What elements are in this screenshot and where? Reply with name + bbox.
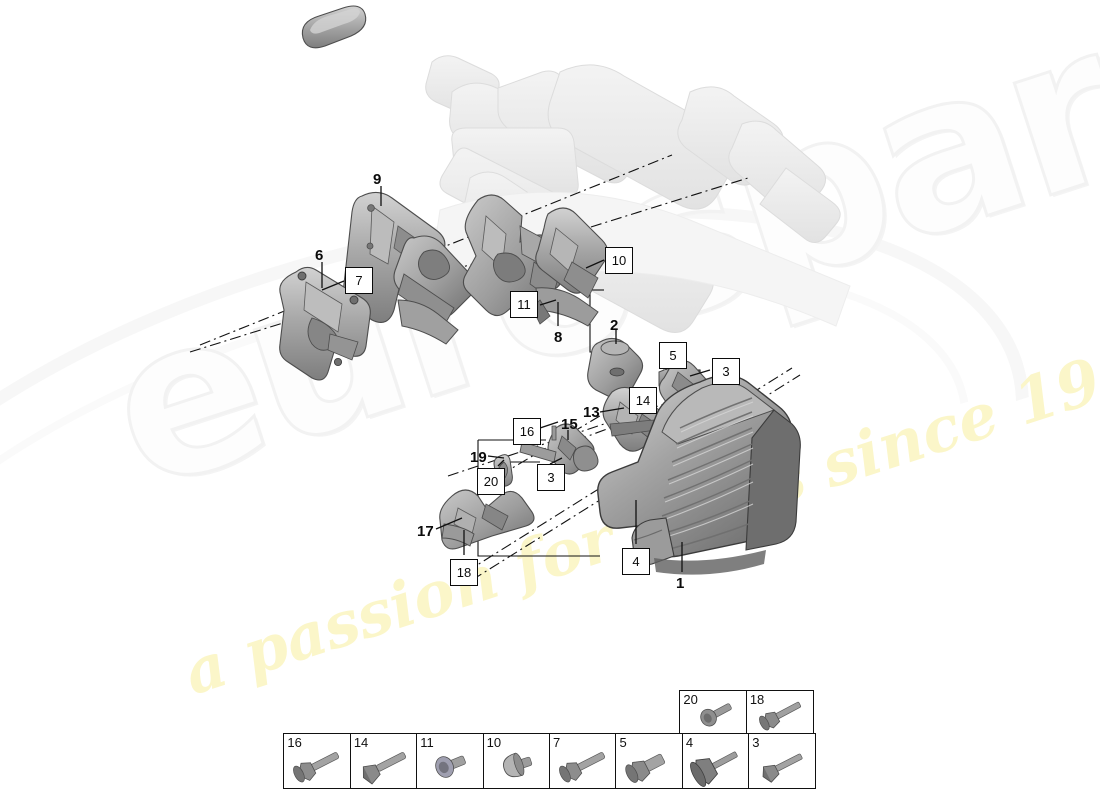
pan-head-screw-icon <box>417 734 483 788</box>
legend-number: 14 <box>353 735 369 751</box>
callout-4[interactable]: 4 <box>622 548 650 575</box>
legend-number: 18 <box>749 692 765 707</box>
callout-9[interactable]: 9 <box>373 171 382 188</box>
callout-7[interactable]: 7 <box>345 267 373 294</box>
callout-19[interactable]: 19 <box>470 449 487 466</box>
flange-bolt-icon <box>550 734 616 788</box>
legend-cell-4[interactable]: 4 <box>681 733 750 790</box>
legend-cell-7[interactable]: 7 <box>549 733 618 790</box>
legend-cell-11[interactable]: 11 <box>416 733 485 790</box>
pan-head-screw-icon <box>680 691 746 734</box>
part-9-heat-shield <box>343 191 476 345</box>
callout-18[interactable]: 18 <box>450 559 478 586</box>
hex-bolt-icon <box>351 734 417 788</box>
flange-bolt-icon <box>747 691 813 734</box>
legend-row-bottom: 16 14 <box>283 733 817 790</box>
part-6-mounting-bracket <box>279 266 371 381</box>
callout-8[interactable]: 8 <box>554 329 563 346</box>
callout-10[interactable]: 10 <box>605 247 633 274</box>
callout-17[interactable]: 17 <box>417 523 434 540</box>
legend-row-top: 20 18 <box>679 690 816 735</box>
callout-13[interactable]: 13 <box>583 404 600 421</box>
legend-number: 10 <box>486 735 502 751</box>
callout-5[interactable]: 5 <box>659 342 687 369</box>
part-2-rubber-mount <box>587 337 644 400</box>
legend-number: 11 <box>420 735 434 751</box>
callout-1[interactable]: 1 <box>676 575 685 592</box>
callout-2[interactable]: 2 <box>610 317 619 334</box>
callout-leader-lines <box>321 186 711 572</box>
legend-cell-20[interactable]: 20 <box>679 690 748 735</box>
legend-number: 16 <box>287 735 302 751</box>
legend-number: 5 <box>619 735 627 751</box>
large-flange-bolt-icon <box>683 734 749 788</box>
callout-14[interactable]: 14 <box>629 387 657 414</box>
legend-cell-18[interactable]: 18 <box>745 690 814 735</box>
callout-3-lower[interactable]: 3 <box>537 464 565 491</box>
callout-6[interactable]: 6 <box>315 247 324 264</box>
callout-3-upper[interactable]: 3 <box>712 358 740 385</box>
legend-number: 3 <box>752 735 760 751</box>
callout-20[interactable]: 20 <box>477 468 505 495</box>
callout-11[interactable]: 11 <box>510 291 538 318</box>
part-8-heat-shield-right <box>462 194 609 327</box>
legend-cell-3[interactable]: 3 <box>748 733 817 790</box>
legend-number: 7 <box>553 735 561 751</box>
hex-bolt-icon <box>749 734 815 788</box>
flange-bolt-icon <box>284 734 350 788</box>
dome-rivet-icon <box>484 734 550 788</box>
legend-number: 20 <box>683 692 698 707</box>
legend-cell-10[interactable]: 10 <box>482 733 551 790</box>
legend-cell-14[interactable]: 14 <box>349 733 418 790</box>
callout-15[interactable]: 15 <box>561 416 578 433</box>
callout-16[interactable]: 16 <box>513 418 541 445</box>
part-oval-gasket <box>301 5 367 49</box>
part-17-lower-heat-shield <box>439 489 535 550</box>
legend-cell-5[interactable]: 5 <box>615 733 684 790</box>
legend-number: 4 <box>685 735 694 751</box>
part-1-rear-muffler <box>597 374 801 575</box>
hardware-legend-table: 20 18 <box>283 690 817 790</box>
legend-cell-16[interactable]: 16 <box>283 733 352 790</box>
short-flange-bolt-icon <box>616 734 682 788</box>
